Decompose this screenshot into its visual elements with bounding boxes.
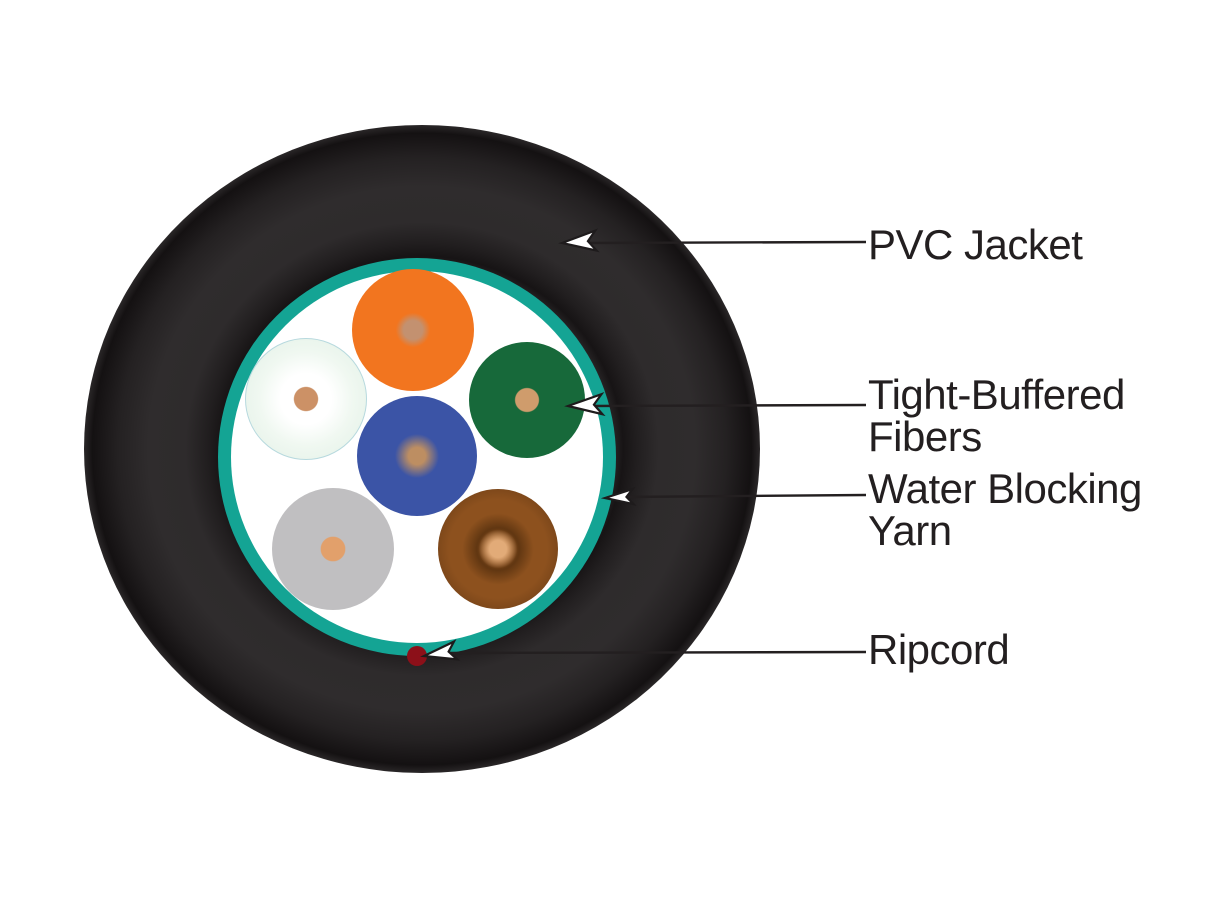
label-pvc-jacket-line1: PVC Jacket bbox=[868, 221, 1083, 268]
fiber-aqua bbox=[245, 338, 367, 460]
label-tight-buffered-fibers-line1: Tight-Buffered bbox=[868, 371, 1125, 418]
label-water-blocking-yarn: Water Blocking Yarn bbox=[868, 468, 1142, 552]
label-tight-buffered-fibers-line2: Fibers bbox=[868, 413, 982, 460]
fiber-green bbox=[469, 342, 585, 458]
label-ripcord-line1: Ripcord bbox=[868, 626, 1010, 673]
ripcord-dot bbox=[407, 646, 427, 666]
label-pvc-jacket: PVC Jacket bbox=[868, 221, 1083, 268]
label-ripcord: Ripcord bbox=[868, 626, 1010, 673]
fiber-brown bbox=[438, 489, 558, 609]
label-water-blocking-yarn-line1: Water Blocking bbox=[868, 465, 1142, 512]
label-water-blocking-yarn-line2: Yarn bbox=[868, 507, 952, 554]
fiber-blue bbox=[357, 396, 477, 516]
label-tight-buffered-fibers: Tight-Buffered Fibers bbox=[868, 374, 1125, 458]
fiber-orange bbox=[352, 269, 474, 391]
fiber-gray bbox=[272, 488, 394, 610]
